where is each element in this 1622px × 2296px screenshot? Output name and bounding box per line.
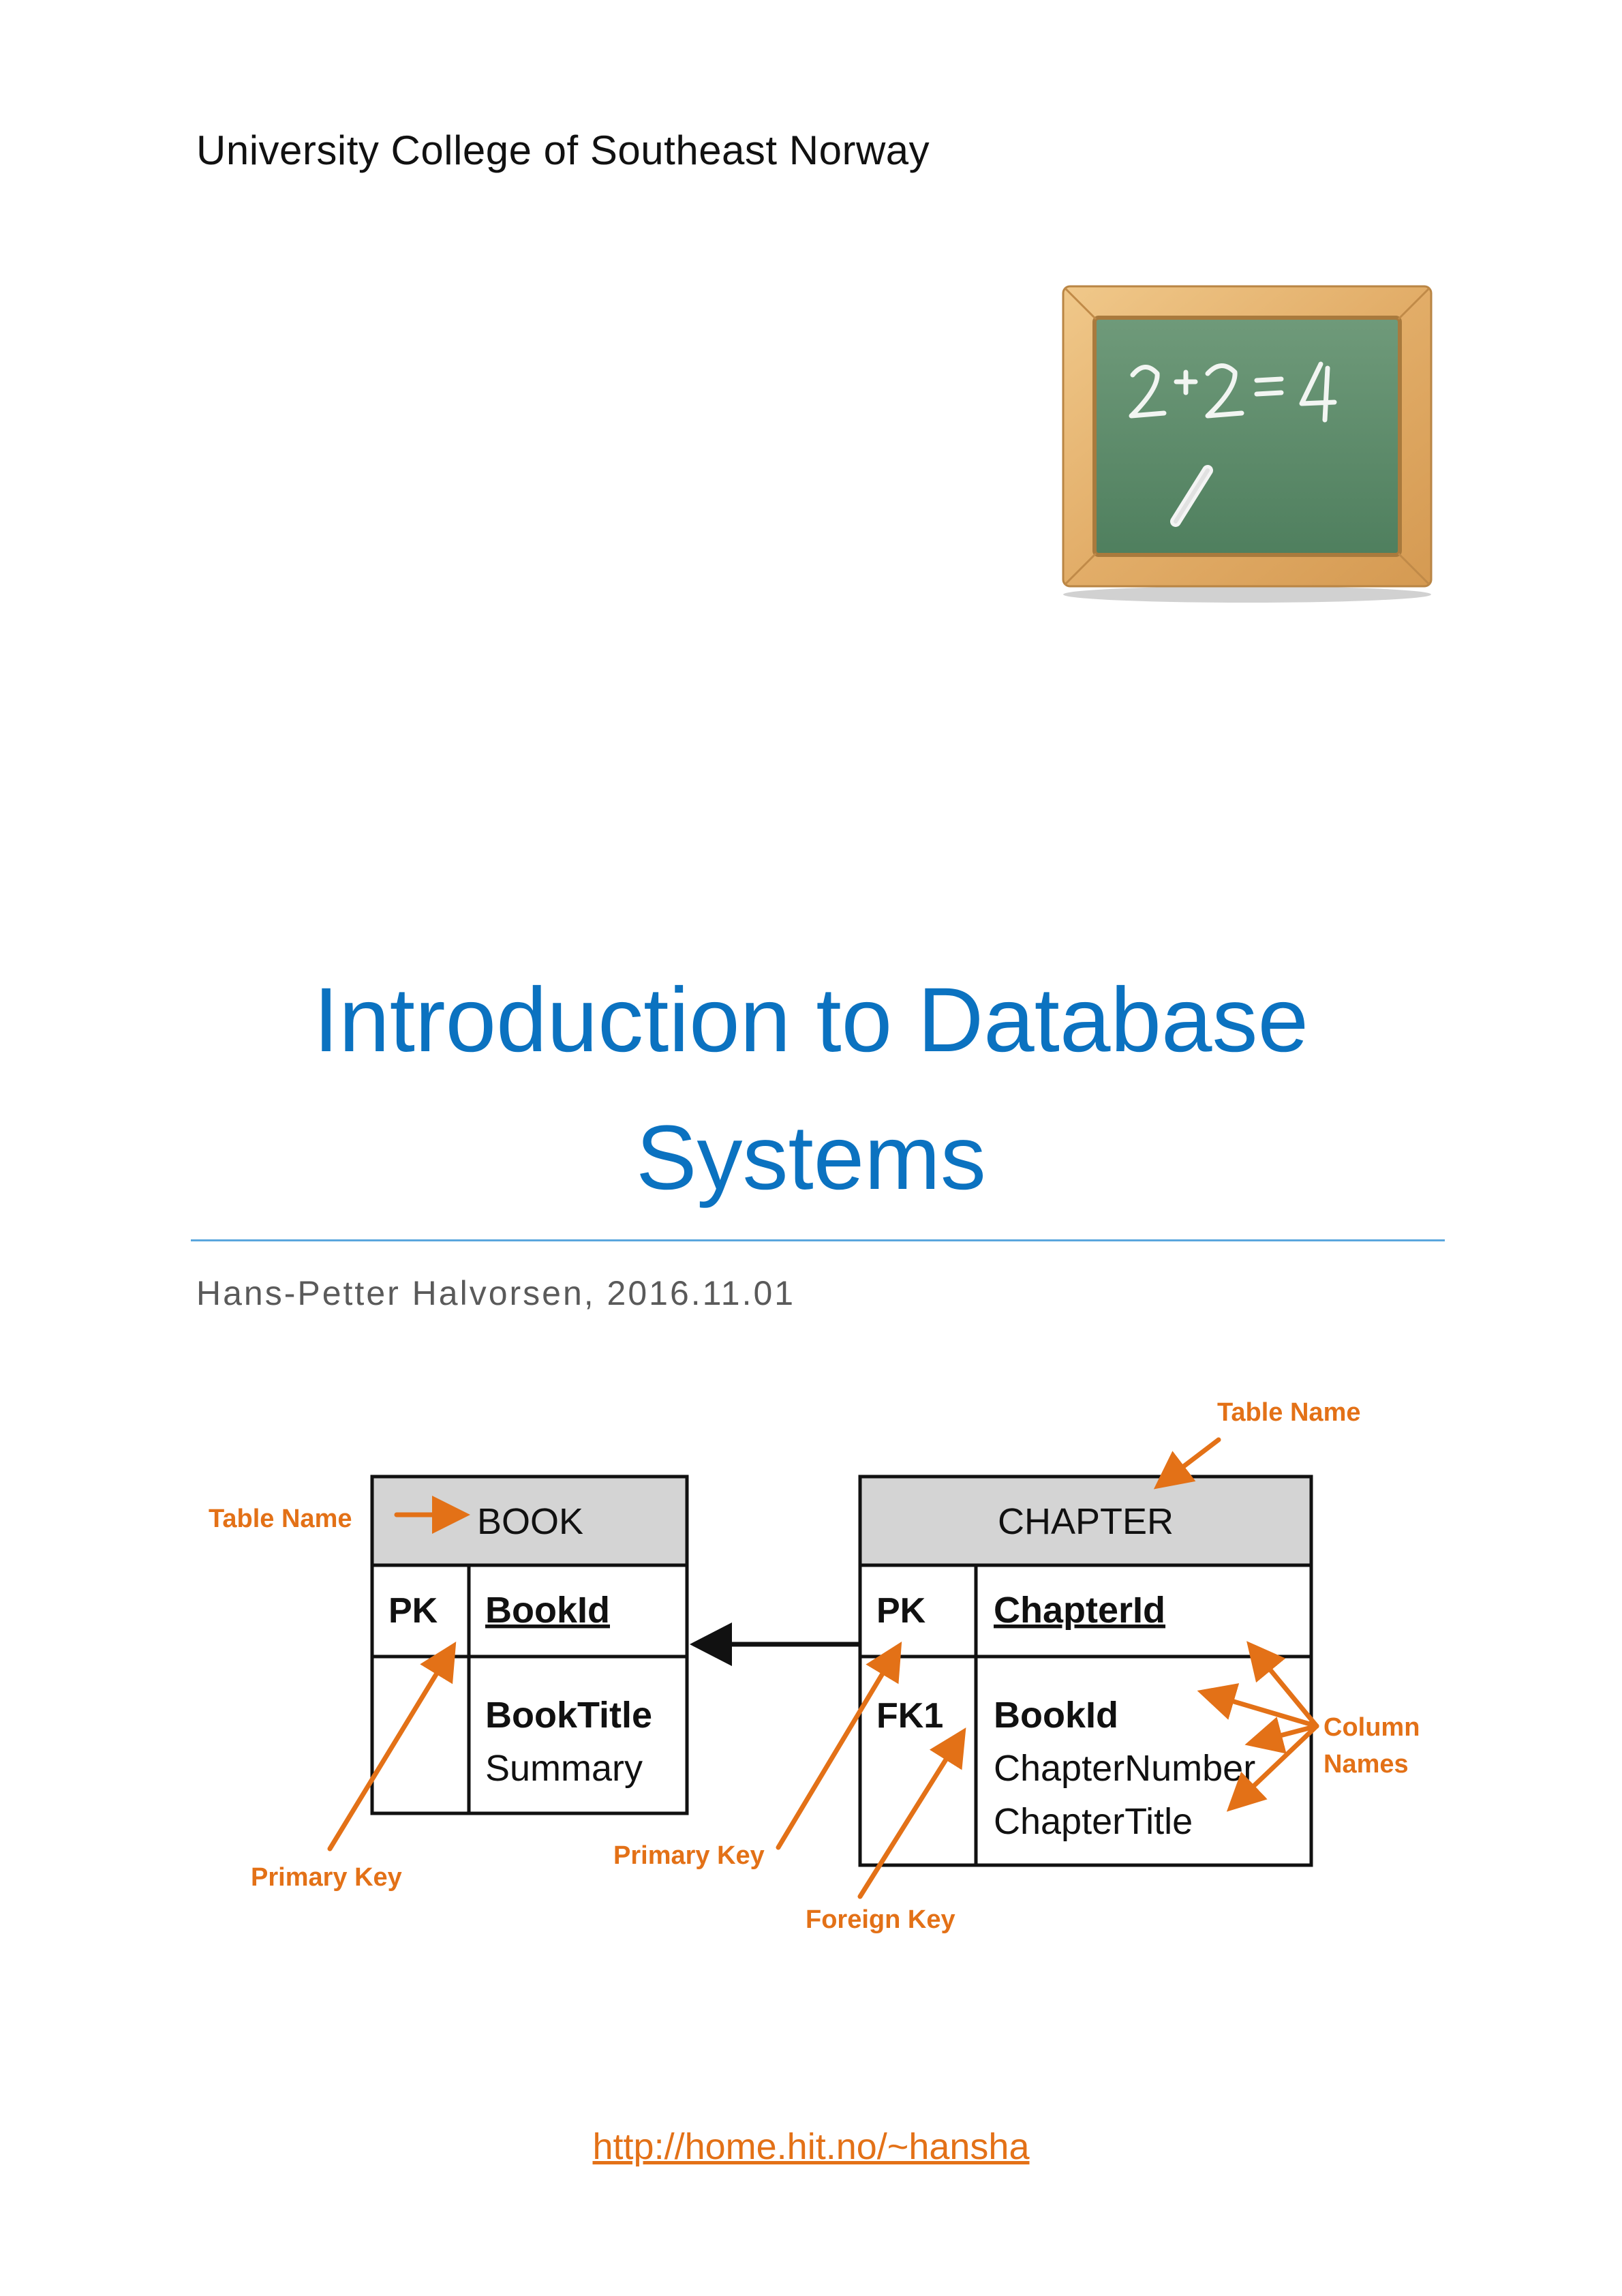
annotation-primary-key-right: Primary Key bbox=[613, 1841, 765, 1870]
annotation-column-names-1: Column bbox=[1323, 1713, 1420, 1742]
chapter-pk-label: PK bbox=[876, 1591, 926, 1631]
arrow-column-names-1 bbox=[1246, 1641, 1319, 1729]
book-table: BOOK PK BookId BookTitle Summary bbox=[370, 1475, 689, 1815]
book-pk-row bbox=[370, 1563, 689, 1659]
institution-name: University College of Southeast Norway bbox=[196, 127, 930, 173]
chapter-table: CHAPTER PK ChapterId FK1 BookId ChapterN… bbox=[858, 1475, 1313, 1867]
title-divider bbox=[191, 1239, 1445, 1241]
chapter-columns-row bbox=[858, 1655, 1313, 1867]
annotation-primary-key-left: Primary Key bbox=[251, 1863, 402, 1892]
arrow-table-name-right bbox=[1153, 1437, 1221, 1490]
arrow-foreign-key bbox=[857, 1727, 966, 1899]
book-column-booktitle: BookTitle bbox=[485, 1695, 652, 1736]
annotation-table-name-right: Table Name bbox=[1217, 1398, 1360, 1427]
arrow-column-names-4 bbox=[1226, 1723, 1319, 1812]
annotation-table-name-left: Table Name bbox=[209, 1505, 352, 1533]
chapter-pk-column: ChapterId bbox=[994, 1590, 1165, 1631]
chapter-fk-label: FK1 bbox=[876, 1696, 943, 1736]
book-columns-row bbox=[370, 1655, 689, 1815]
chapter-pk-row bbox=[858, 1563, 1313, 1659]
book-pk-label: PK bbox=[388, 1591, 438, 1631]
annotation-foreign-key: Foreign Key bbox=[806, 1905, 955, 1934]
arrow-primary-key-right bbox=[776, 1641, 902, 1850]
arrow-primary-key-left bbox=[327, 1642, 457, 1852]
book-header bbox=[370, 1475, 689, 1567]
book-table-name: BOOK bbox=[477, 1501, 583, 1542]
arrow-column-names-2 bbox=[1197, 1683, 1319, 1729]
chapter-table-name: CHAPTER bbox=[998, 1501, 1174, 1542]
author-date: Hans-Petter Halvorsen, 2016.11.01 bbox=[196, 1274, 796, 1312]
chapter-column-bookid: BookId bbox=[994, 1695, 1118, 1736]
document-title-line-2: Systems bbox=[636, 1107, 986, 1209]
chalkboard-icon bbox=[1062, 285, 1433, 603]
annotation-column-names-2: Names bbox=[1323, 1750, 1409, 1779]
arrow-column-names-3 bbox=[1244, 1717, 1319, 1754]
footer-link-wrapper: http://home.hit.no/~hansha bbox=[0, 2126, 1622, 2168]
book-pk-column: BookId bbox=[485, 1590, 610, 1631]
chapter-column-chaptertitle: ChapterTitle bbox=[994, 1801, 1193, 1842]
relationship-arrow bbox=[690, 1622, 860, 1666]
chapter-column-chapternumber: ChapterNumber bbox=[994, 1748, 1255, 1789]
document-title-line-1: Introduction to Database bbox=[313, 969, 1309, 1071]
chapter-header bbox=[858, 1475, 1313, 1567]
homepage-link[interactable]: http://home.hit.no/~hansha bbox=[592, 2126, 1030, 2167]
book-column-summary: Summary bbox=[485, 1748, 643, 1789]
